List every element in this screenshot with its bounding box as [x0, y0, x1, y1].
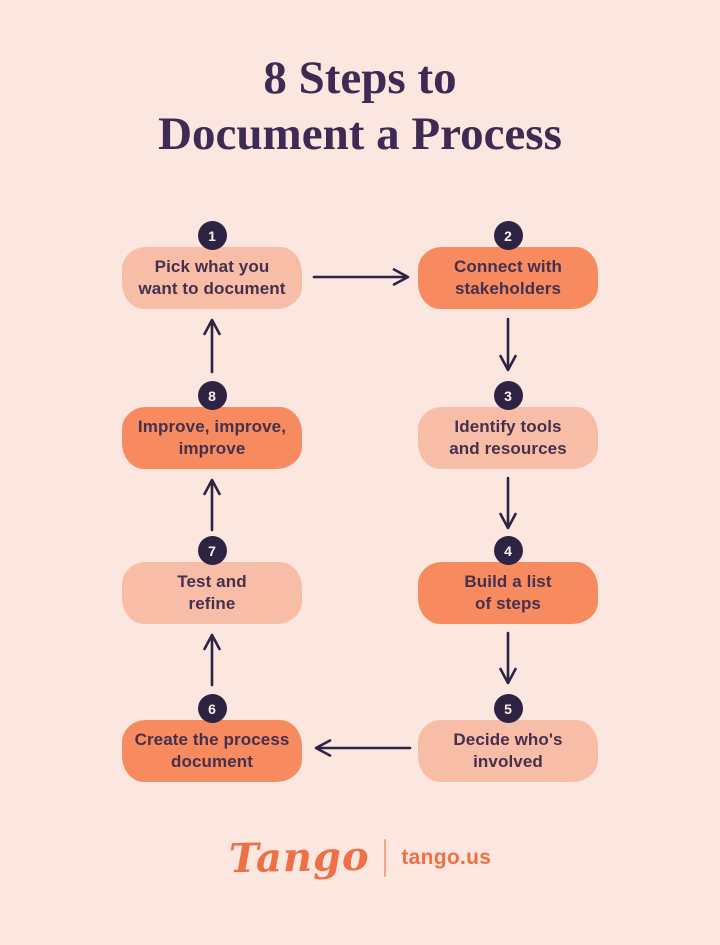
footer-brand: Tango tango.us: [0, 832, 720, 883]
step-2-label: Connect with stakeholders: [454, 257, 562, 298]
arrow-step6-to-step7-icon: [203, 633, 221, 687]
step-8-box: Improve, improve, improve: [122, 407, 302, 469]
step-6-number: 6: [208, 700, 216, 717]
step-4-number: 4: [504, 542, 512, 559]
title-line-1: 8 Steps to: [263, 52, 457, 104]
step-1-box: Pick what you want to document: [122, 247, 302, 309]
arrow-step5-to-step6-icon: [314, 739, 412, 757]
footer-separator: [384, 839, 387, 877]
step-4-box: Build a list of steps: [418, 562, 598, 624]
step-7-label: Test and refine: [177, 572, 247, 613]
step-5-label: Decide who's involved: [453, 730, 563, 771]
step-6-box: Create the process document: [122, 720, 302, 782]
step-8: 8 Improve, improve, improve: [122, 381, 302, 469]
step-5-number-badge: 5: [493, 694, 523, 723]
step-1-number-badge: 1: [197, 221, 227, 250]
arrow-step4-to-step5-icon: [499, 631, 517, 685]
step-7-number-badge: 7: [197, 536, 227, 565]
step-8-label: Improve, improve, improve: [137, 417, 287, 458]
step-5: 5 Decide who's involved: [418, 694, 598, 782]
step-3-number-badge: 3: [493, 381, 523, 410]
step-2: 2 Connect with stakeholders: [418, 221, 598, 309]
step-1-number: 1: [208, 227, 216, 244]
footer-url: tango.us: [401, 846, 492, 869]
step-3: 3 Identify tools and resources: [418, 381, 598, 469]
step-2-number-badge: 2: [493, 221, 523, 250]
step-1-label: Pick what you want to document: [138, 257, 286, 298]
tango-logo: Tango: [228, 832, 370, 883]
step-2-box: Connect with stakeholders: [418, 247, 598, 309]
step-6: 6 Create the process document: [122, 694, 302, 782]
arrow-step1-to-step2-icon: [312, 268, 410, 286]
step-6-number-badge: 6: [197, 694, 227, 723]
arrow-step7-to-step8-icon: [203, 478, 221, 532]
step-4-number-badge: 4: [493, 536, 523, 565]
step-7-number: 7: [208, 542, 216, 559]
step-3-box: Identify tools and resources: [418, 407, 598, 469]
step-5-box: Decide who's involved: [418, 720, 598, 782]
step-3-label: Identify tools and resources: [449, 417, 567, 458]
step-7: 7 Test and refine: [122, 536, 302, 624]
step-3-number: 3: [504, 387, 512, 404]
step-8-number-badge: 8: [197, 381, 227, 410]
arrow-step2-to-step3-icon: [499, 317, 517, 372]
title-line-2: Document a Process: [158, 108, 562, 161]
step-8-number: 8: [208, 387, 216, 404]
step-7-box: Test and refine: [122, 562, 302, 624]
step-4-label: Build a list of steps: [464, 572, 552, 613]
step-2-number: 2: [504, 227, 512, 244]
page-title: 8 Steps to Document a Process: [0, 50, 720, 163]
arrow-step3-to-step4-icon: [499, 476, 517, 530]
step-4: 4 Build a list of steps: [418, 536, 598, 624]
step-5-number: 5: [504, 700, 512, 717]
step-6-label: Create the process document: [134, 730, 290, 771]
step-1: 1 Pick what you want to document: [122, 221, 302, 309]
arrow-step8-to-step1-icon: [203, 318, 221, 374]
